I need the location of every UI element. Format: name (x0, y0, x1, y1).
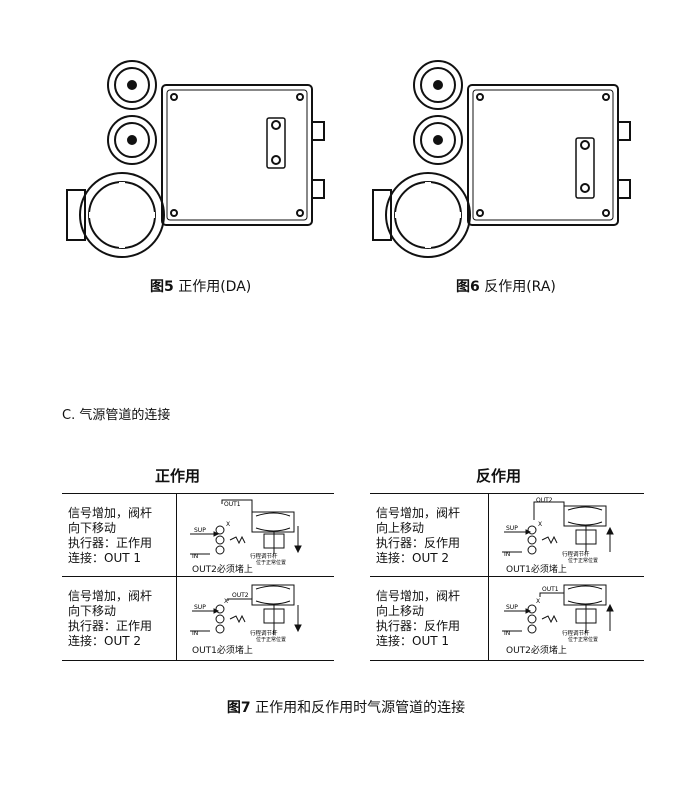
plug-note: OUT2必须堵上 (506, 646, 567, 656)
x-label: X (226, 521, 230, 528)
plug-note: OUT1必须堵上 (192, 646, 253, 656)
lever-label: 行程调节杆 (250, 552, 278, 560)
lever-label: 行程调节杆 (562, 550, 590, 558)
row-description: 信号增加，阀杆 向上移动 执行器：反作用 连接：OUT 2 (376, 506, 461, 565)
table-row: 信号增加，阀杆 向上移动 执行器：反作用 连接：OUT 2 OUT2 SUP X… (370, 494, 644, 576)
lever-position-label: 位于正常位置 (568, 636, 598, 643)
table-row: 信号增加，阀杆 向下移动 执行器：正作用 连接：OUT 1 OUT1 SUP X… (62, 494, 334, 576)
piping-diagram: OUT1 SUP X IN 行程调节杆 位于正常位置 (502, 584, 614, 643)
positioner-ra-illustration (372, 60, 631, 258)
out-label: OUT2 (232, 592, 249, 599)
sup-label: SUP (194, 604, 206, 611)
row-description: 信号增加，阀杆 向下移动 执行器：正作用 连接：OUT 2 (68, 589, 153, 648)
positioner-da-illustration (66, 60, 325, 258)
in-label: IN (192, 553, 198, 560)
figure7-text: 正作用和反作用时气源管道的连接 (255, 700, 466, 716)
figure7-caption: 图7 正作用和反作用时气源管道的连接 (0, 697, 692, 717)
figure5-text: 正作用(DA) (178, 279, 252, 295)
sup-label: SUP (194, 527, 206, 534)
table-title-reverse: 反作用 (476, 467, 522, 485)
row-description: 信号增加，阀杆 向上移动 执行器：反作用 连接：OUT 1 (376, 589, 461, 648)
table-row: 信号增加，阀杆 向下移动 执行器：正作用 连接：OUT 2 OUT2 SUP X… (62, 576, 334, 659)
figure6-caption: 图6 反作用(RA) (456, 276, 556, 296)
in-label: IN (192, 630, 198, 637)
figure6-number: 图6 (456, 279, 480, 295)
plug-note: OUT2必须堵上 (192, 565, 253, 575)
sup-label: SUP (506, 604, 518, 611)
figure5-number: 图5 (150, 279, 174, 295)
section-heading: C. 气源管道的连接 (62, 408, 171, 423)
row-description: 信号增加，阀杆 向下移动 执行器：正作用 连接：OUT 1 (68, 506, 153, 565)
out-label: OUT1 (542, 586, 559, 593)
lever-position-label: 位于正常位置 (256, 559, 286, 566)
sup-label: SUP (506, 525, 518, 532)
piping-diagram: OUT2 SUP X IN 行程调节杆 位于正常位置 (190, 584, 302, 643)
figure5-caption: 图5 正作用(DA) (150, 276, 251, 296)
figure6-text: 反作用(RA) (484, 279, 556, 295)
x-label: X (224, 598, 228, 605)
lever-position-label: 位于正常位置 (568, 557, 598, 564)
plug-note: OUT1必须堵上 (506, 565, 567, 575)
piping-diagram: OUT2 SUP X IN 行程调节杆 位于正常位置 (502, 497, 614, 564)
in-label: IN (504, 630, 510, 637)
out-label: OUT1 (224, 501, 241, 508)
table-direct-action: 信号增加，阀杆 向下移动 执行器：正作用 连接：OUT 1 OUT1 SUP X… (62, 493, 334, 661)
lever-label: 行程调节杆 (562, 629, 590, 637)
x-label: X (536, 598, 540, 605)
piping-diagram: OUT1 SUP X IN 行程调节杆 位于正常位置 (190, 499, 302, 566)
x-label: X (538, 521, 542, 528)
figure7-number: 图7 (226, 700, 251, 716)
table-title-direct: 正作用 (155, 467, 201, 485)
table-row: 信号增加，阀杆 向上移动 执行器：反作用 连接：OUT 1 OUT1 SUP X… (370, 576, 644, 659)
in-label: IN (504, 551, 510, 558)
lever-position-label: 位于正常位置 (256, 636, 286, 643)
lever-label: 行程调节杆 (250, 629, 278, 637)
table-reverse-action: 信号增加，阀杆 向上移动 执行器：反作用 连接：OUT 2 OUT2 SUP X… (370, 493, 644, 661)
out-label: OUT2 (536, 497, 553, 504)
